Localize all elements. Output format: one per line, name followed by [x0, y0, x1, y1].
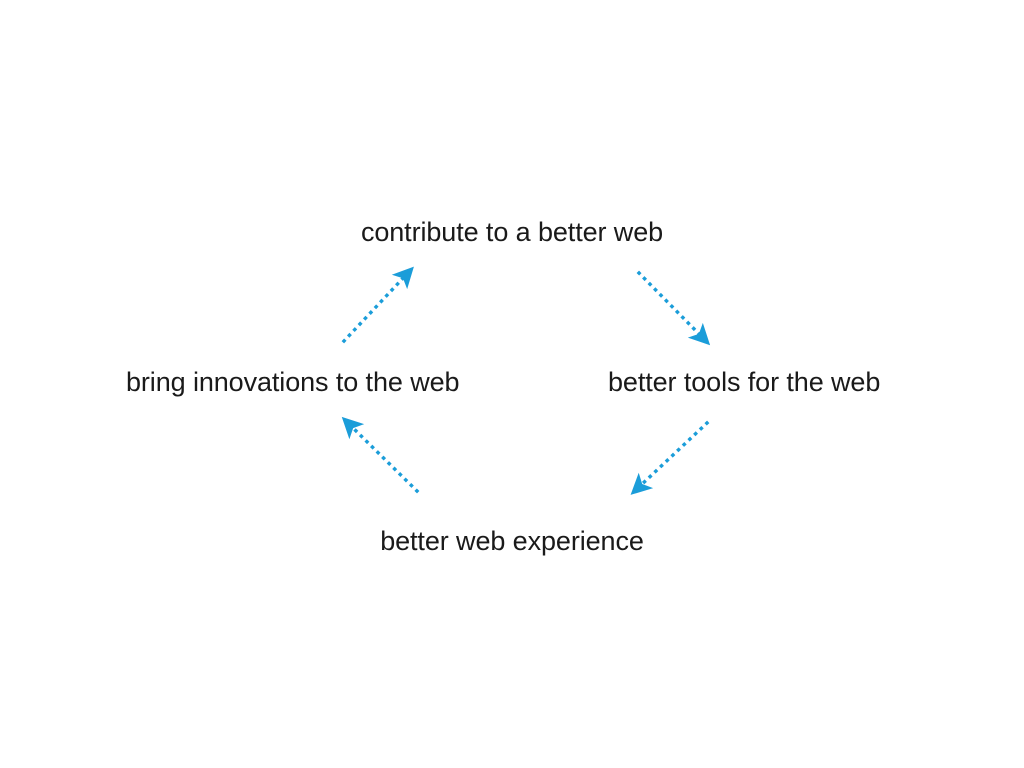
arrow-bottom-to-left	[341, 416, 420, 494]
arrow-top-to-right	[636, 270, 711, 346]
arrow-left-to-top	[341, 266, 414, 344]
node-label-better-experience: better web experience	[380, 526, 644, 556]
node-label-better-tools: better tools for the web	[608, 367, 881, 397]
node-label-bring-innovations: bring innovations to the web	[126, 367, 460, 397]
arrow-right-to-bottom	[630, 420, 710, 495]
node-label-contribute: contribute to a better web	[360, 217, 664, 247]
